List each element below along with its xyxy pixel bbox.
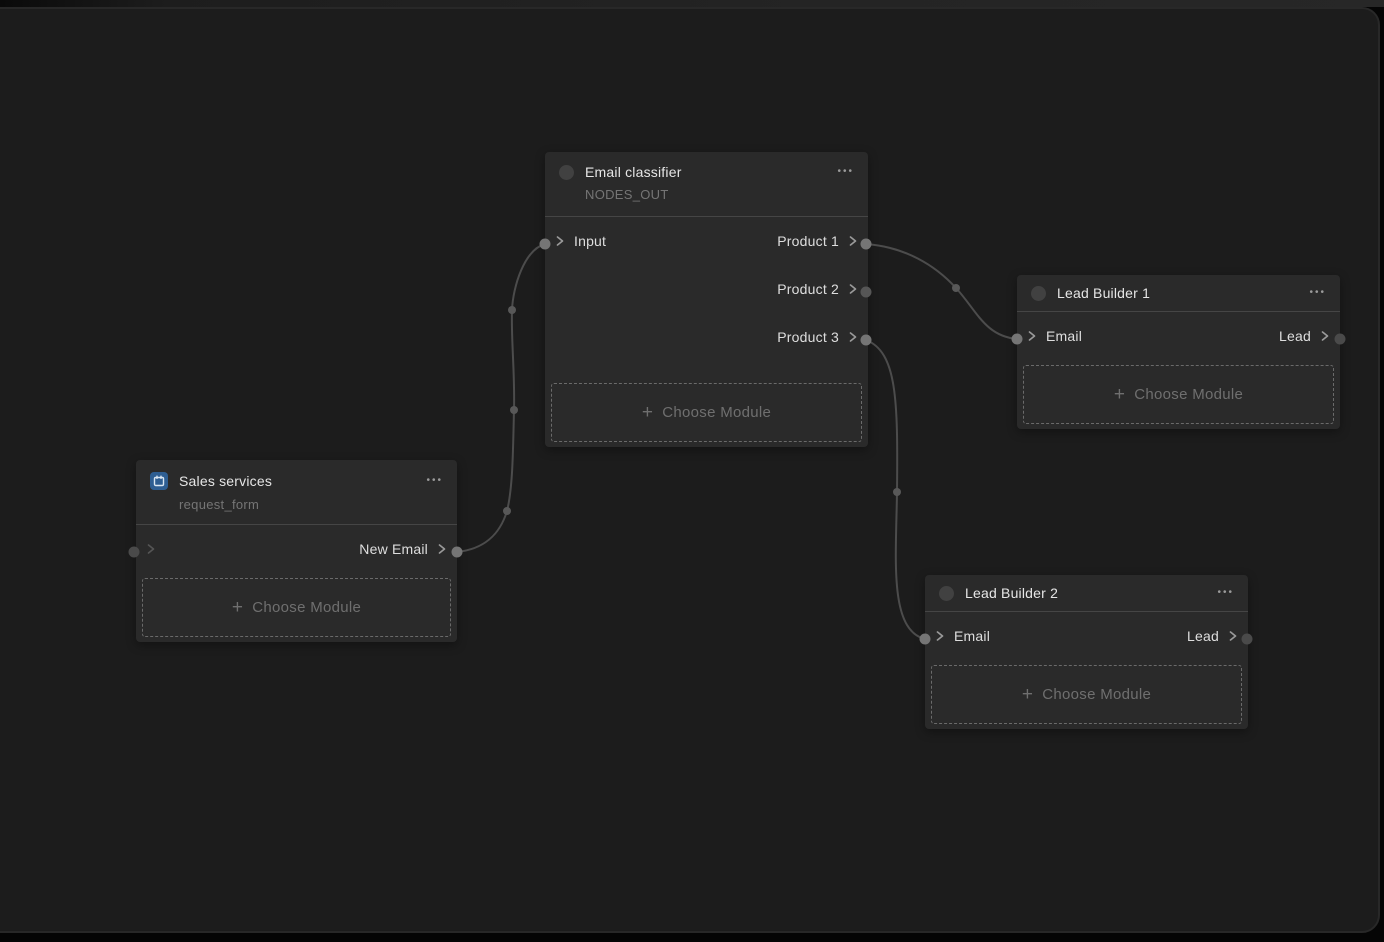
plus-icon: + <box>231 597 244 618</box>
choose-module-label: Choose Module <box>662 404 772 421</box>
node-header: Sales services ••• request_form <box>136 460 457 525</box>
ports-area: New Email <box>136 525 457 573</box>
output-port-product-1[interactable]: Product 1 <box>777 233 858 249</box>
input-port-unlabeled[interactable] <box>146 543 156 555</box>
port-label: Input <box>574 233 607 249</box>
plus-icon: + <box>1021 684 1034 705</box>
module-status-icon <box>1031 285 1046 301</box>
node-sales-services[interactable]: Sales services ••• request_form New Emai… <box>136 460 457 642</box>
input-port-input[interactable]: Input <box>555 233 606 249</box>
node-lead-builder-2[interactable]: Lead Builder 2 ••• Email Lead + Choose M… <box>925 575 1248 729</box>
window-top-edge <box>0 0 1384 7</box>
chevron-right-icon <box>849 236 857 246</box>
chevron-right-icon <box>849 332 857 342</box>
port-label: Lead <box>1187 628 1219 644</box>
choose-module-button[interactable]: + Choose Module <box>931 665 1242 724</box>
node-subtitle: request_form <box>179 497 260 512</box>
output-port-product-2[interactable]: Product 2 <box>777 281 858 297</box>
output-port-new-email[interactable]: New Email <box>359 541 447 557</box>
node-header: Email classifier ••• NODES_OUT <box>545 152 868 217</box>
chevron-right-icon <box>1321 331 1329 341</box>
input-port-email[interactable]: Email <box>935 628 990 644</box>
ellipsis-menu-icon[interactable]: ••• <box>1217 587 1234 598</box>
port-label: Product 1 <box>777 233 839 249</box>
chevron-right-icon <box>1229 631 1237 641</box>
node-email-classifier[interactable]: Email classifier ••• NODES_OUT Input Pro… <box>545 152 868 447</box>
node-header: Lead Builder 1 ••• <box>1017 275 1340 312</box>
ellipsis-menu-icon[interactable]: ••• <box>1309 287 1326 298</box>
node-title: Email classifier <box>585 164 682 180</box>
choose-module-button[interactable]: + Choose Module <box>142 578 451 637</box>
output-port-product-3[interactable]: Product 3 <box>777 329 858 345</box>
port-label: Product 2 <box>777 281 839 297</box>
ports-area: Email Lead <box>1017 312 1340 360</box>
ports-area: Email Lead <box>925 612 1248 660</box>
node-header: Lead Builder 2 ••• <box>925 575 1248 612</box>
port-label: Email <box>954 628 991 644</box>
chevron-right-icon <box>438 544 446 554</box>
port-label: Lead <box>1279 328 1311 344</box>
plus-icon: + <box>641 402 654 423</box>
chevron-right-icon <box>147 544 155 554</box>
port-label: New Email <box>359 541 428 557</box>
module-status-icon <box>559 164 574 180</box>
input-port-email[interactable]: Email <box>1027 328 1082 344</box>
port-label: Email <box>1046 328 1083 344</box>
chevron-right-icon <box>849 284 857 294</box>
choose-module-label: Choose Module <box>1134 386 1244 403</box>
choose-module-button[interactable]: + Choose Module <box>551 383 862 442</box>
module-status-icon <box>939 585 954 601</box>
node-title: Lead Builder 2 <box>965 585 1059 601</box>
node-title: Lead Builder 1 <box>1057 285 1151 301</box>
plus-icon: + <box>1113 384 1126 405</box>
ellipsis-menu-icon[interactable]: ••• <box>426 475 443 486</box>
choose-module-label: Choose Module <box>1042 686 1152 703</box>
output-port-lead[interactable]: Lead <box>1187 628 1238 644</box>
ellipsis-menu-icon[interactable]: ••• <box>837 166 854 177</box>
request-form-icon <box>150 472 168 490</box>
node-subtitle: NODES_OUT <box>585 187 669 202</box>
node-title: Sales services <box>179 473 273 489</box>
node-lead-builder-1[interactable]: Lead Builder 1 ••• Email Lead + Choose M… <box>1017 275 1340 429</box>
choose-module-label: Choose Module <box>252 599 362 616</box>
port-label: Product 3 <box>777 329 839 345</box>
chevron-right-icon <box>556 236 564 246</box>
chevron-right-icon <box>1028 331 1036 341</box>
chevron-right-icon <box>936 631 944 641</box>
choose-module-button[interactable]: + Choose Module <box>1023 365 1334 424</box>
ports-area: Input Product 1 Product 2 Product 3 <box>545 217 868 361</box>
output-port-lead[interactable]: Lead <box>1279 328 1330 344</box>
